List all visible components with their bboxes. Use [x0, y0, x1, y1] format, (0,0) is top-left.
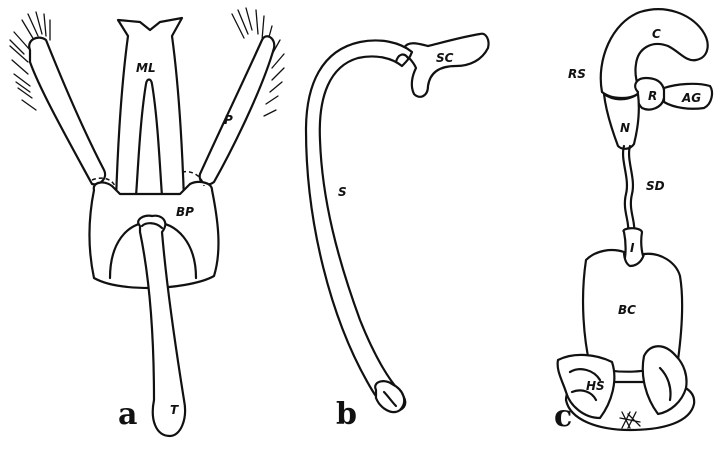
panel-letter-a: a — [118, 397, 137, 432]
label-ml: ML — [136, 61, 156, 75]
label-c: C — [652, 27, 661, 41]
panel-b: SC S b — [306, 34, 489, 432]
label-hs: HS — [586, 379, 605, 393]
label-s: S — [338, 185, 347, 199]
label-bp: BP — [176, 205, 194, 219]
panel-a: ML P BP T a — [10, 8, 284, 436]
sclerite-tip — [375, 381, 404, 412]
label-bc: BC — [618, 303, 636, 317]
spermathecal-capsule — [404, 34, 489, 97]
label-p: P — [224, 113, 233, 127]
panel-letter-c: c — [554, 399, 572, 434]
spermathecal-duct-b — [629, 146, 634, 232]
label-ag: AG — [681, 91, 701, 105]
median-lobe — [116, 18, 184, 200]
sclerite-s — [306, 40, 412, 410]
left-paramere — [29, 38, 105, 185]
label-r: R — [648, 89, 657, 103]
label-sc: SC — [436, 51, 454, 65]
label-i: I — [630, 241, 635, 255]
label-sd: SD — [646, 179, 665, 193]
spermathecal-duct — [623, 146, 628, 232]
label-t: T — [170, 403, 179, 417]
right-paramere — [200, 36, 275, 184]
label-rs: RS — [568, 67, 586, 81]
panel-letter-b: b — [336, 397, 357, 432]
panel-c: C RS R AG N SD I BC HS c — [554, 9, 712, 434]
label-n: N — [620, 121, 630, 135]
